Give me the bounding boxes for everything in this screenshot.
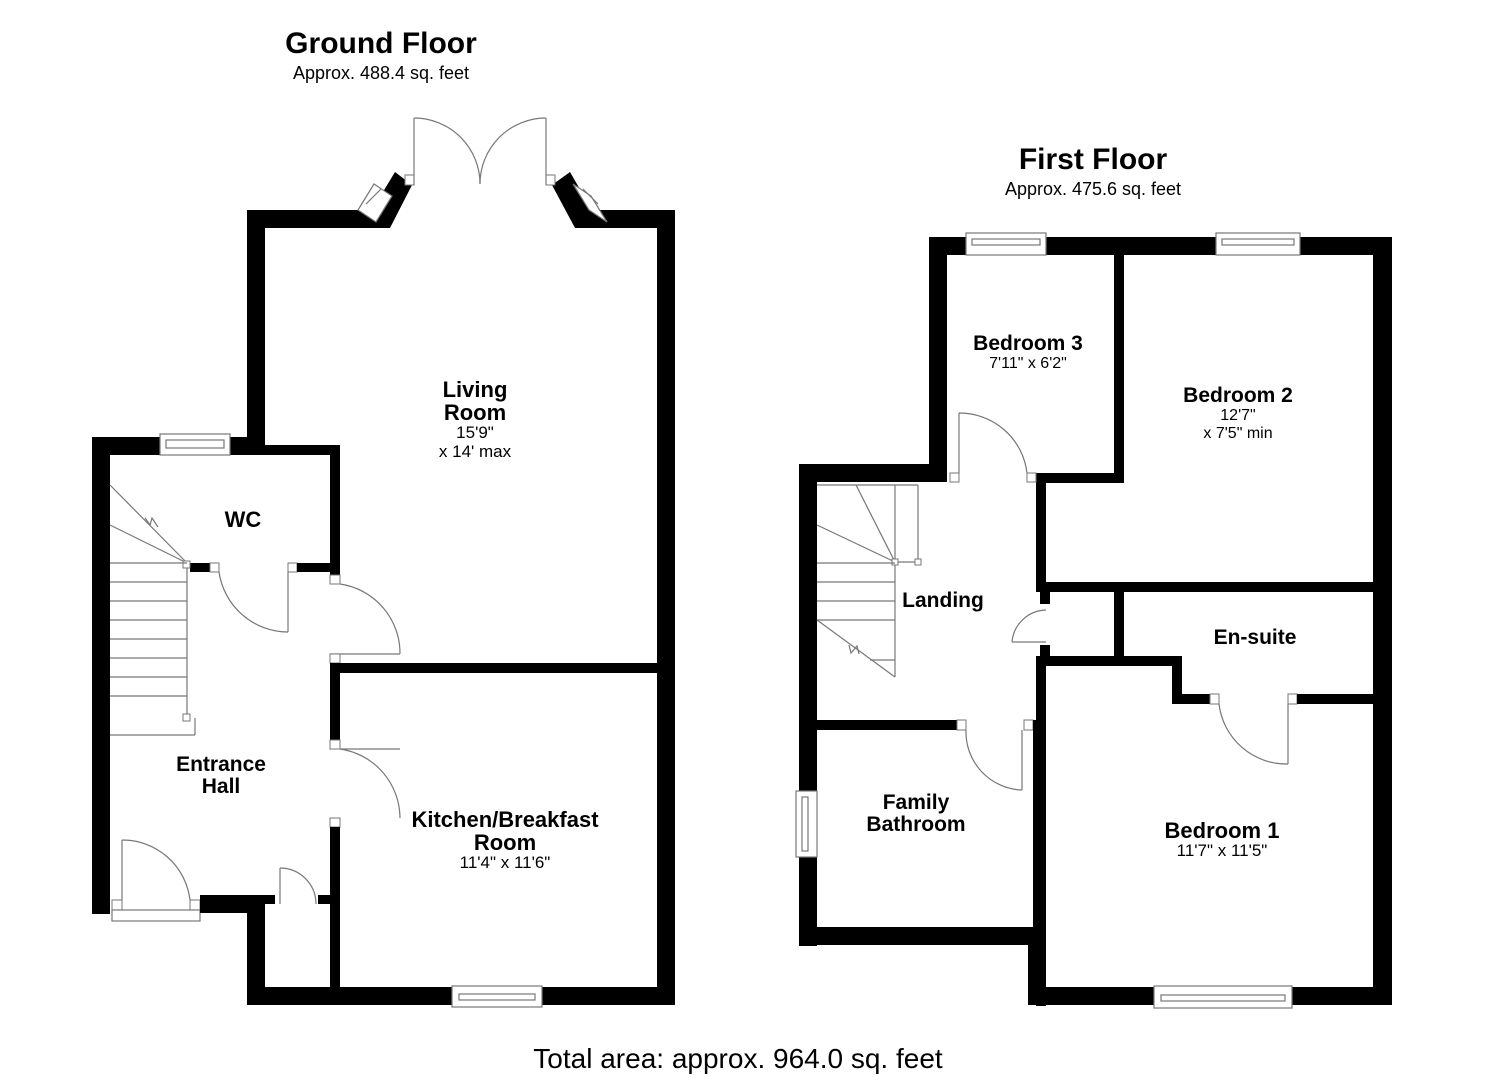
room-label-landing: Landing — [902, 589, 984, 612]
room-label-wc: WC — [224, 507, 262, 532]
bay-window-left — [357, 183, 393, 223]
room-label-bedroom2: Bedroom 2 12'7" x 7'5" min — [1183, 384, 1293, 442]
window-wc — [159, 433, 231, 456]
window-bedroom1 — [1153, 985, 1293, 1009]
first-floor-area: Approx. 475.6 sq. feet — [1004, 179, 1182, 199]
room-label-bedroom1: Bedroom 1 11'7" x 11'5" — [1165, 819, 1280, 861]
room-dimensions: x 14' max — [438, 441, 512, 461]
bay-window-right — [572, 183, 608, 223]
room-label-kitchen: Kitchen/Breakfast Room 11'4" x 11'6" — [411, 808, 598, 873]
ground-floor-area: Approx. 488.4 sq. feet — [292, 63, 470, 83]
room-label-bedroom3: Bedroom 3 7'11" x 6'2" — [973, 332, 1083, 373]
room-name: Bathroom — [866, 813, 966, 837]
window-bathroom — [795, 790, 818, 858]
room-name: Bedroom 1 — [1164, 818, 1280, 843]
room-name: Kitchen/Breakfast — [411, 807, 599, 832]
window-kitchen — [451, 985, 543, 1008]
room-label-family-bathroom: Family Bathroom — [866, 791, 966, 837]
staircase-first — [816, 484, 922, 678]
room-dimensions: 15'9" — [456, 423, 494, 443]
room-name: Room — [443, 400, 507, 426]
room-name: Bedroom 3 — [973, 332, 1083, 355]
first-floor-title: First Floor — [1018, 143, 1168, 176]
room-name: Living — [442, 377, 508, 402]
front-door — [111, 839, 201, 922]
staircase-ground — [109, 484, 196, 736]
room-name: Room — [473, 830, 537, 856]
room-name: Bedroom 2 — [1183, 384, 1293, 407]
room-label-ensuite: En-suite — [1213, 626, 1297, 649]
french-doors — [404, 117, 556, 186]
room-name: Family — [882, 791, 950, 814]
room-name: Entrance — [176, 753, 266, 776]
room-dimensions: 12'7" — [1220, 407, 1256, 425]
room-dimensions: 7'11" x 6'2" — [989, 355, 1067, 373]
window-bedroom3 — [965, 232, 1047, 256]
room-dimensions: 11'7" x 11'5" — [1176, 841, 1268, 861]
first-floor-plan — [795, 232, 1392, 1009]
room-dimensions: 11'4" x 11'6" — [459, 853, 551, 873]
room-label-living-room: Living Room 15'9" x 14' max — [439, 378, 511, 462]
room-dimensions: x 7'5" min — [1203, 424, 1273, 442]
room-label-entrance-hall: Entrance Hall — [176, 753, 266, 799]
total-area: Total area: approx. 964.0 sq. feet — [533, 1043, 943, 1074]
ground-floor-plan — [92, 117, 675, 1008]
ground-floor-title: Ground Floor — [285, 27, 477, 60]
room-name: Hall — [201, 775, 241, 799]
window-bedroom2 — [1215, 232, 1301, 256]
